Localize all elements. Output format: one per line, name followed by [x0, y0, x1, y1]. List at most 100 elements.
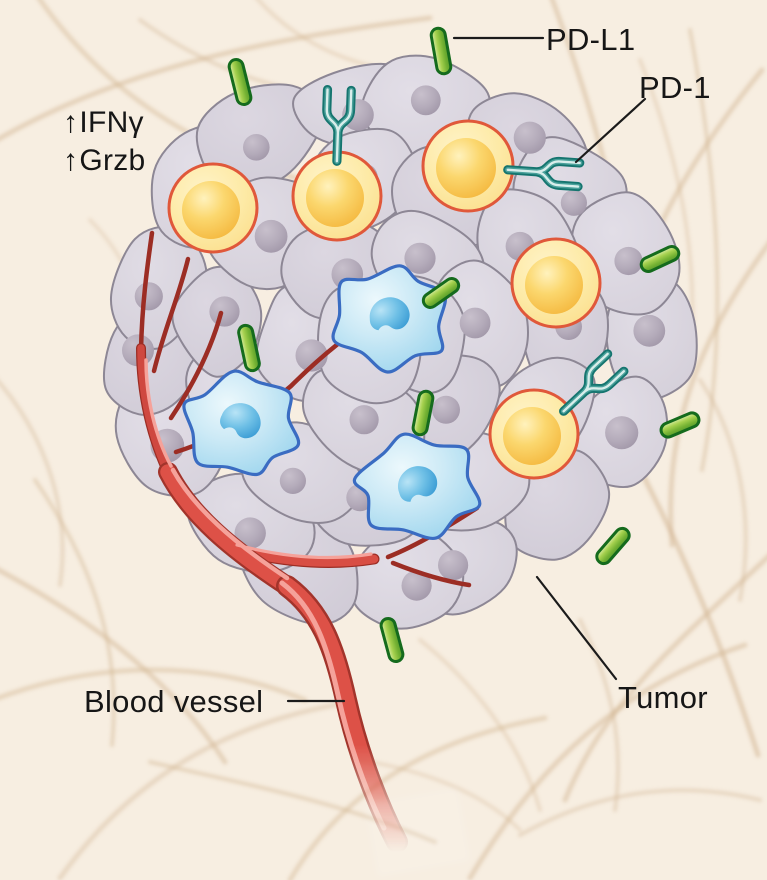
- t-cell-core: [182, 181, 240, 239]
- vessel-branch: [168, 310, 224, 421]
- pd1-receptor: [559, 349, 629, 416]
- myeloid-cell-layer: [182, 264, 482, 541]
- tumor-cell-nucleus: [432, 395, 460, 424]
- ecm-fiber: [0, 380, 65, 587]
- myeloid-cell: [352, 432, 482, 541]
- grzb-line: ↑Grzb: [63, 142, 146, 180]
- pdl1-rod-layer: [227, 26, 701, 663]
- ecm-fiber: [57, 699, 355, 880]
- pd1-receptor-shape: [325, 88, 353, 163]
- ecm-fiber: [418, 638, 542, 812]
- t-cell-core: [306, 169, 364, 227]
- tumor-cell-nucleus: [459, 307, 491, 339]
- tumor-cell-nucleus: [279, 467, 306, 494]
- vessel-branch: [390, 560, 472, 588]
- tail-fade-patch: [364, 787, 471, 878]
- blood-vessel-label: Blood vessel: [84, 684, 264, 719]
- pdl1-rod-shape: [227, 57, 253, 107]
- t-cell: [167, 162, 259, 254]
- pdl1-rod-shape: [379, 617, 405, 663]
- pdl1-rod: [237, 323, 261, 373]
- pd1-leader-line: [574, 97, 647, 164]
- pdl1-rod-shape: [237, 323, 261, 373]
- tumor-cell-nucleus: [513, 121, 546, 154]
- cytokine-upregulation: ↑IFNγ ↑Grzb: [63, 104, 146, 180]
- pdl1-rod: [595, 526, 631, 566]
- tumor-cell-nucleus: [633, 314, 666, 347]
- pdl1-rod-shape: [421, 277, 461, 309]
- vessel-highlight: [144, 358, 173, 468]
- vessel-trunk: [160, 464, 295, 594]
- vessel-highlight: [235, 543, 373, 560]
- tumor-cell-nucleus: [349, 405, 379, 435]
- ecm-fiber: [668, 241, 767, 548]
- pdl1-rod-shape: [595, 526, 631, 566]
- pdl1-rod: [659, 411, 701, 439]
- pd1-receptor: [322, 84, 356, 166]
- ecm-fiber: [688, 28, 720, 472]
- t-cell: [510, 237, 602, 329]
- tumor-leader-line: [535, 575, 618, 681]
- tumor-cell-nucleus: [209, 296, 240, 327]
- vessel-branch: [151, 256, 191, 374]
- myeloid-cell: [182, 369, 301, 477]
- t-cell: [488, 388, 580, 480]
- tumor-cell-nucleus: [614, 246, 643, 276]
- leader-lines: [286, 36, 647, 703]
- pdl1-rod: [421, 277, 461, 309]
- pdl1-rod: [411, 389, 435, 437]
- t-cell: [421, 119, 515, 213]
- ecm-fiber: [518, 788, 762, 837]
- tumor-cell-nucleus: [254, 219, 288, 253]
- pdl1-rod: [429, 26, 453, 76]
- t-cell-core: [503, 407, 561, 465]
- t-cell-core: [436, 138, 496, 198]
- t-cell-layer: [167, 119, 602, 480]
- tumor-cell-nucleus: [401, 570, 432, 601]
- myeloid-cell-nucleus: [369, 297, 410, 331]
- ecm-fiber: [698, 378, 748, 602]
- pd1-label: PD-1: [639, 70, 711, 105]
- ecm-fiber: [562, 554, 767, 803]
- ifng-line: ↑IFNγ: [63, 104, 146, 142]
- tumor-cell-nucleus: [404, 242, 436, 274]
- tumor-cell-nucleus: [134, 282, 163, 311]
- pdl1-rod: [639, 245, 681, 273]
- pdl1-rod-shape: [639, 245, 681, 273]
- ecm-fiber: [578, 618, 621, 812]
- vessel-highlight: [279, 580, 387, 831]
- tumor-label: Tumor: [618, 680, 708, 715]
- tumor-cell-nucleus: [242, 134, 270, 161]
- pdl1-label: PD-L1: [546, 22, 636, 57]
- pdl1-rod-shape: [429, 26, 453, 76]
- tumor-cell-nucleus: [295, 339, 328, 372]
- pd1-receptor-shape: [562, 352, 626, 413]
- vessel-branch: [138, 230, 155, 353]
- pd1-receptor-layer: [322, 84, 629, 416]
- myeloid-cell-nucleus: [398, 466, 438, 502]
- tumor-cell-nucleus: [438, 550, 469, 581]
- ecm-fiber: [467, 642, 748, 880]
- pdl1-rod: [227, 57, 253, 107]
- increase-arrow-icon: ↑: [63, 144, 79, 177]
- pdl1-rod: [379, 617, 405, 663]
- tumor-cell-nucleus: [560, 189, 588, 216]
- pdl1-rod-shape: [659, 411, 701, 439]
- ifng-label: IFNγ: [79, 106, 144, 139]
- ecm-fiber: [358, 758, 522, 832]
- tumor-cell-nucleus: [605, 416, 639, 450]
- increase-arrow-icon: ↑: [63, 106, 79, 139]
- myeloid-cell-nucleus: [220, 403, 261, 439]
- ecm-fiber: [632, 457, 761, 758]
- pd1-receptor: [503, 156, 585, 192]
- ecm-fiber: [0, 15, 433, 142]
- vessel-highlight: [170, 467, 290, 581]
- tumor-cell-nucleus: [234, 517, 266, 549]
- pdl1-rod-shape: [411, 389, 435, 437]
- tumor-cell-nucleus: [410, 85, 441, 116]
- pd1-receptor-shape: [506, 160, 581, 188]
- grzb-label: Grzb: [79, 144, 146, 177]
